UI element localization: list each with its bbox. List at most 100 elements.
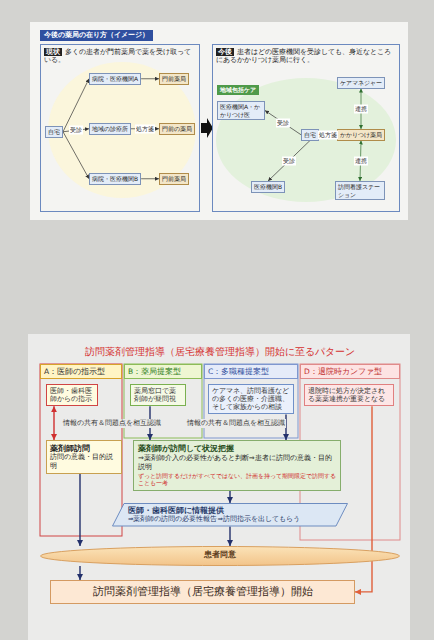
pharmacy-box: 門前薬局 [159, 173, 189, 185]
node-text: 薬剤師訪問 [50, 444, 118, 453]
connector [63, 79, 89, 132]
connector [141, 78, 159, 79]
node-text: 地域の診療所 [92, 125, 128, 133]
node-text: ケアマネ、訪問看護などの多くの医療・介護職、そして家族からの相談 [212, 387, 290, 411]
node-text: かかりつけ薬局 [340, 131, 382, 139]
node-text: 多くの患者が門前薬局で薬を受け取っている。 [44, 48, 191, 64]
area-ellipse [48, 62, 196, 198]
connector [79, 474, 80, 546]
node-text: 病院・医療機関A [92, 75, 138, 83]
pattern-header: A：医師の指示型 [40, 364, 122, 379]
connector [268, 141, 310, 182]
node-text: 医師・歯科医師からの指示 [50, 387, 94, 403]
note-label: 情報の共有＆問題点を相互認識 [62, 419, 162, 428]
visit-box: 薬剤師訪問訪問の意義・目的説明 [46, 440, 122, 474]
node-text: 医師・歯科医師に情報提供 [128, 506, 332, 515]
edge-label: 受診 [69, 126, 83, 135]
pattern-header: C：多職種提案型 [204, 364, 298, 379]
trigger-box: 退院時に処方が決定される薬薬連携が重要となる [304, 384, 394, 406]
trigger-box: ケアマネ、訪問看護などの多くの医療・介護職、そして家族からの相談 [208, 384, 294, 414]
hospital-box: 医療機関B [251, 181, 285, 193]
para-shape [113, 504, 348, 527]
node-text: 今後の薬局の在り方（イメージ） [44, 31, 149, 40]
edge-label: 連携 [354, 156, 368, 165]
node-text: 病院・医療機関B [92, 175, 138, 183]
node-text: 訪問薬剤管理指導（居宅療養管理指導）開始 [57, 585, 348, 599]
edge-label: 受診 [276, 118, 290, 127]
trigger-box: 医師・歯科医師からの指示 [46, 384, 98, 406]
node-text: D：退院時カンファ型 [304, 367, 396, 376]
node-text: 門前薬局 [162, 75, 186, 83]
connector [229, 527, 230, 547]
pattern-header: D：退院時カンファ型 [300, 364, 400, 379]
hospital-box: 病院・医療機関B [89, 173, 141, 185]
connector [79, 566, 80, 580]
node-text: 訪問の意義・目的説明 [50, 453, 118, 469]
connector [355, 406, 372, 592]
edge-label: 連携 [354, 104, 368, 113]
current-panel: 現状多くの患者が門前薬局で薬を受け取っている。自宅病院・医療機関A門前薬局地域の… [40, 44, 200, 212]
node-text: ケアマネジャー [340, 79, 382, 87]
edge-label: 処方箋 [318, 130, 338, 139]
node-text: 自宅 [48, 128, 60, 136]
node-text: 薬剤師が訪問して状況把握 [138, 444, 336, 454]
node-text: 自宅 [304, 131, 316, 139]
hospital-box: 病院・医療機関A [89, 73, 141, 85]
node-text: ⇒薬剤師の訪問の必要性報告⇒訪問指示を出してもらう [128, 515, 332, 523]
area-tag: 地域包括ケア [217, 85, 259, 95]
connector [53, 406, 54, 440]
edge-label: 処方箋 [135, 124, 155, 133]
node-text: A：医師の指示型 [44, 367, 118, 376]
node-text: 門前の薬局 [162, 125, 192, 133]
node-text: 地域包括ケア [220, 86, 256, 94]
connector [141, 178, 159, 179]
node-text: 退院時に処方が決定される薬薬連携が重要となる [308, 387, 390, 403]
node-text: 現状 [44, 48, 62, 56]
nursing-box: 訪問看護ステーション [335, 181, 385, 200]
home-box: 自宅 [45, 126, 63, 138]
node-text: ずっと訪問するだけがすべてではない、計画を持って期間限定で訪問することも一考 [138, 472, 336, 487]
figure-heading: 今後の薬局の在り方（イメージ） [40, 30, 153, 41]
clinic-box: 地域の診療所 [89, 123, 131, 135]
figure-ground [30, 22, 408, 220]
start-box: 訪問薬剤管理指導（居宅療養管理指導）開始 [50, 580, 355, 604]
node-text: 訪問看護ステーション [338, 183, 382, 198]
node-text: C：多職種提案型 [208, 367, 294, 376]
pattern-header: B：薬局提案型 [124, 364, 202, 379]
connector [229, 491, 230, 504]
node-text: 医療機関B [254, 183, 282, 191]
care-manager-box: ケアマネジャー [337, 77, 385, 89]
connector [265, 111, 301, 135]
node-text: 薬局窓口で薬剤師が疑問視 [134, 387, 182, 403]
connector [63, 132, 89, 179]
edge-label: 受診 [282, 156, 296, 165]
column-a [40, 364, 122, 536]
node-text: 今後 [216, 48, 234, 56]
pharmacy-box: かかりつけ薬局 [337, 129, 385, 141]
column-outlines [40, 364, 400, 540]
report-parallelogram: 医師・歯科医師に情報提供⇒薬剤師の訪問の必要性報告⇒訪問指示を出してもらう [112, 503, 348, 527]
node-text: 患者同意 [40, 550, 400, 560]
hospital-box: 医療機関A・かかりつけ医 [217, 101, 265, 120]
future-panel: 今後患者はどの医療機関を受診しても、身近なところにあるかかりつけ薬局に行く。地域… [212, 44, 400, 212]
consent-band: 患者同意 [40, 546, 400, 566]
home-box: 自宅 [301, 129, 319, 141]
node-text: 医療機関A・かかりつけ医 [220, 103, 262, 118]
assessment-box: 薬剤師が訪問して状況把握⇒薬剤師介入の必要性があると判断⇒患者に訪問の意義・目的… [133, 440, 341, 491]
ellipse-shape [41, 547, 400, 566]
diagram-title: 訪問薬剤管理指導（居宅療養管理指導）開始に至るパターン [40, 346, 400, 359]
page-ground [28, 334, 410, 640]
pharmacy-box: 門前薬局 [159, 73, 189, 85]
note-label: 情報の共有＆問題点を相互認識 [186, 419, 286, 428]
node-text: 門前薬局 [162, 175, 186, 183]
trigger-box: 薬局窓口で薬剤師が疑問視 [130, 384, 186, 406]
node-text: ⇒薬剤師介入の必要性があると判断⇒患者に訪問の意義・目的説明 [138, 454, 336, 472]
node-text: B：薬局提案型 [128, 367, 198, 376]
community-area [216, 78, 396, 202]
node-text: 患者はどの医療機関を受診しても、身近なところにあるかかりつけ薬局に行く。 [216, 48, 391, 64]
pharmacy-box: 門前の薬局 [159, 123, 195, 135]
